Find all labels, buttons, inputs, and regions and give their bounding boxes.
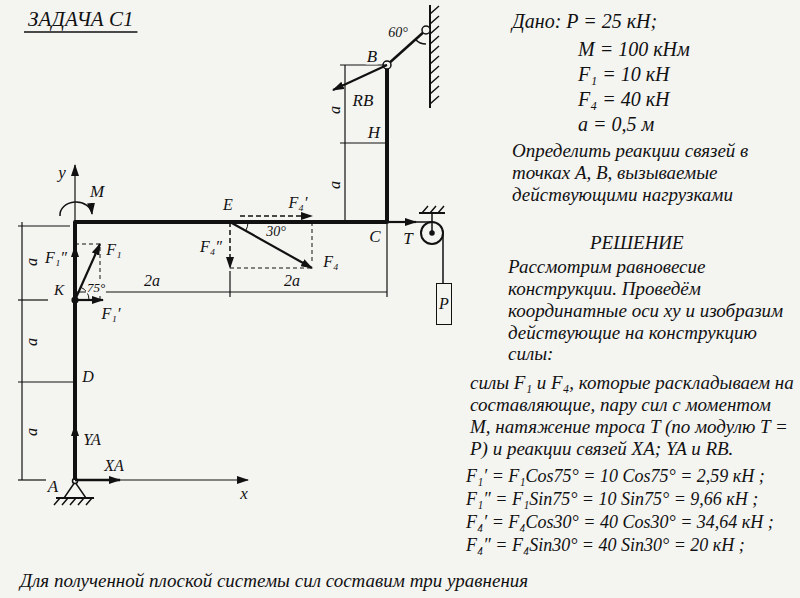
formula: F₄′ = F₄Cos30° = 40 Cos30° = 34,64 кН ;	[466, 512, 774, 533]
solution-text: силы F₁ и F₄, которые раскладываем на со…	[470, 372, 795, 459]
given-text: M = 100 кНм	[578, 38, 690, 61]
force-label: XA	[103, 458, 125, 474]
frame	[75, 65, 387, 480]
reaction-arrow	[333, 65, 387, 90]
dimension-label: a	[24, 257, 40, 267]
dimension-line	[75, 291, 387, 292]
ground-hatch	[54, 498, 92, 505]
axes	[75, 165, 248, 480]
forces	[60, 65, 416, 480]
wall-support	[383, 5, 439, 108]
dimension-label: a	[24, 337, 40, 347]
solution-text: Для полученной плоской системы сил соста…	[20, 570, 528, 592]
angle-label: 30°	[265, 225, 287, 239]
dimension-tick	[18, 381, 75, 382]
dashed-rectangle	[230, 222, 312, 268]
dimension-tick	[18, 225, 70, 226]
point-label: A	[47, 478, 59, 495]
weight-block: P	[436, 283, 452, 325]
pin-triangle	[64, 482, 86, 498]
solution-text: Рассмотрим равновесие конструкции. Прове…	[508, 256, 795, 365]
given-text: Дано: P = 25 кН;	[512, 10, 657, 33]
force-label: F₄	[322, 254, 339, 270]
dimension-tick	[18, 299, 48, 300]
y-axis	[74, 165, 75, 480]
point-label: C	[368, 228, 381, 245]
formula: F₁′ = F₁Cos75° = 10 Cos75° = 2,59 кН ;	[466, 466, 765, 487]
moment-arrow	[60, 202, 92, 216]
force-label: RB	[352, 92, 375, 109]
given-text: F₁ = 10 кН	[578, 63, 669, 86]
pin-support	[54, 479, 94, 506]
rope	[387, 221, 432, 223]
dimension-label: a	[24, 427, 40, 437]
rope	[442, 233, 444, 283]
moment-label: M	[89, 183, 105, 200]
dimension-tick	[229, 271, 230, 297]
axis-label: x	[239, 485, 249, 502]
point-label: D	[81, 369, 95, 385]
dimension-line	[21, 222, 22, 480]
frame-beam	[75, 65, 387, 480]
dimension-label: 2a	[283, 273, 301, 289]
point-label: E	[222, 197, 234, 213]
dimension-label: a	[327, 105, 343, 115]
angle-arc	[246, 222, 248, 231]
given-text: F₄ = 40 кН	[578, 88, 669, 111]
force-component	[74, 246, 76, 300]
point-label: B	[366, 48, 378, 65]
tension-arrow	[387, 221, 416, 223]
point-label: K	[53, 283, 65, 298]
pulley-hatch	[422, 206, 444, 213]
dimension-label: 2a	[143, 273, 161, 289]
dimension-tick	[340, 64, 387, 65]
force-label: F₁′	[101, 306, 122, 322]
title-underline	[24, 31, 137, 33]
formula: F₄″ = F₄Sin30° = 40 Sin30° = 20 кН ;	[466, 535, 745, 556]
force-label: YA	[82, 432, 102, 448]
force-arrow	[230, 222, 312, 268]
wall-hatch	[430, 6, 439, 104]
title: ЗАДАЧА С1	[28, 7, 133, 31]
dimension-tick	[18, 479, 46, 480]
hinge-wall	[422, 26, 430, 34]
force-label: F₄′	[288, 195, 309, 211]
force-component	[240, 215, 312, 217]
axis-label: y	[57, 164, 67, 181]
reaction-arrow	[75, 479, 120, 482]
force-label: F₁″	[44, 250, 68, 266]
force-label: T	[402, 230, 413, 247]
angle-arc	[416, 39, 426, 44]
angle-label: 75°	[86, 281, 106, 294]
angle-label: 60°	[387, 26, 409, 40]
pulley	[387, 206, 445, 283]
dimension-tick	[386, 224, 387, 297]
dimension-label: a	[327, 180, 343, 190]
given-text: a = 0,5 м	[578, 113, 654, 136]
pulley-bracket	[431, 213, 433, 233]
section-heading: РЕШЕНИЕ	[590, 232, 684, 254]
dimensions	[18, 65, 387, 480]
force-component	[229, 222, 231, 268]
node-label: P	[439, 296, 449, 312]
x-axis	[75, 479, 248, 480]
dimension-tick	[340, 142, 387, 143]
point-k	[73, 298, 78, 303]
task-text: Определить реакции связей в точках A, B,…	[512, 140, 787, 206]
force-label: F₁	[105, 242, 122, 258]
force-label: F₄″	[199, 239, 223, 255]
reaction-arrow	[74, 425, 77, 480]
point-label: H	[367, 124, 381, 141]
formula: F₁″ = F₁Sin75° = 10 Sin75° = 9,66 кН ;	[466, 489, 758, 510]
